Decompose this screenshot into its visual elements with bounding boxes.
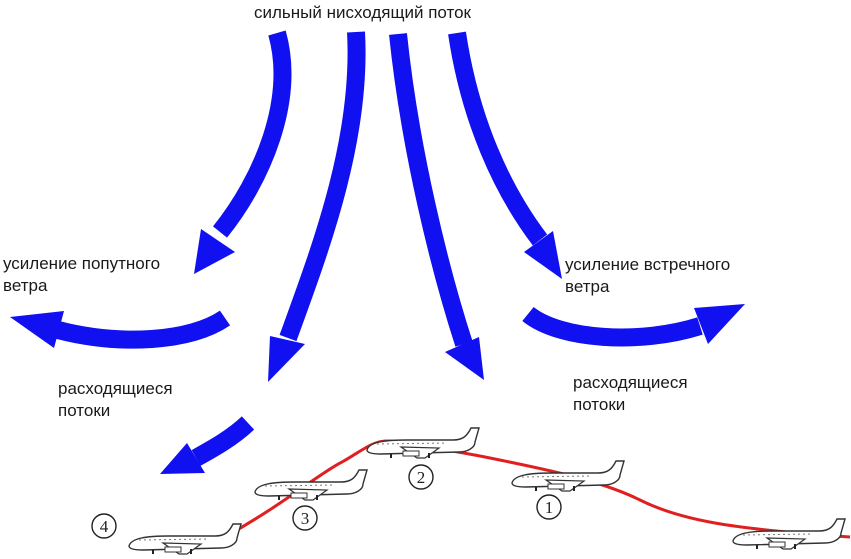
diverging-arrow-lower [160,416,255,474]
aircraft-final [732,518,846,550]
position-number: 1 [545,498,554,517]
diagram-title: сильный нисходящий поток [254,3,471,22]
downdraft-arrow-right-outer [448,31,562,279]
position-number: 4 [100,517,109,536]
tailwind-label-line1: усиление попутного [3,254,161,273]
diverging-left-label-line2: потоки [58,401,111,420]
downdraft-arrow-left-outer [194,30,292,274]
downdraft-arrow-right-inner [389,33,484,380]
headwind-label-line2: ветра [565,277,610,296]
position-number: 3 [301,509,310,528]
position-number: 2 [417,468,426,487]
headwind-label-line1: усиление встречного [565,255,731,274]
aircraft-position-4 [128,523,242,555]
diverging-left-label-line1: расходящиеся [58,379,173,398]
downdraft-arrow-left-inner [268,31,366,382]
diverging-right-label-line1: расходящиеся [573,373,688,392]
flight-path [229,439,851,539]
position-marker-1: 1 [536,494,562,520]
position-marker-4: 4 [91,513,117,539]
diverging-right-label-line2: потоки [573,395,626,414]
tailwind-label-line2: ветра [3,276,48,295]
position-marker-2: 2 [408,464,434,490]
position-marker-3: 3 [292,505,318,531]
aircraft-position-3 [254,469,368,501]
diverging-arrow-right [522,304,745,347]
diverging-arrow-left [10,310,231,349]
